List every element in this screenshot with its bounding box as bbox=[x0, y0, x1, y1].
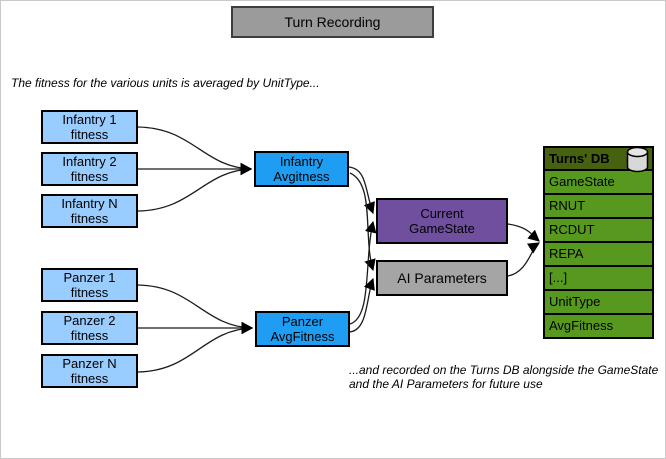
connector-pzavg-to-aiparams bbox=[348, 277, 375, 333]
node-label-line1: Infantry 1 bbox=[62, 112, 117, 127]
db-row-label: [...] bbox=[549, 270, 568, 285]
connector-infavg-to-aiparams bbox=[349, 172, 376, 272]
caption-bottom-line2: and the AI Parameters for future use bbox=[349, 377, 543, 391]
node-label-line1: Panzer 2 bbox=[63, 313, 116, 328]
node-ai-parameters: AI Parameters bbox=[376, 260, 508, 296]
node-label-line2: fitness bbox=[70, 211, 109, 226]
node-label-line2: fitness bbox=[70, 328, 109, 343]
db-row-label: REPA bbox=[549, 246, 584, 261]
db-row-gamestate: GameState bbox=[545, 171, 652, 195]
node-infantry-2-fitness: Infantry 2 fitness bbox=[41, 152, 138, 186]
connector-aiparams-to-db bbox=[507, 242, 540, 277]
node-infantry-avgfitness: Infantry Avgitness bbox=[254, 151, 349, 187]
node-label-line2: fitness bbox=[70, 169, 109, 184]
connector-infantryN-to-avg bbox=[137, 163, 253, 212]
node-label-line2: fitness bbox=[70, 371, 109, 386]
db-row-label: UnitType bbox=[549, 294, 601, 309]
db-row-repa: REPA bbox=[545, 243, 652, 267]
caption-bottom-line1: ...and recorded on the Turns DB alongsid… bbox=[349, 363, 659, 377]
node-label-line1: Infantry N bbox=[61, 196, 118, 211]
node-label-line2: fitness bbox=[70, 127, 109, 142]
node-label-line2: fitness bbox=[70, 285, 109, 300]
db-row-label: AvgFitness bbox=[549, 318, 614, 333]
node-label-line2: GameState bbox=[409, 221, 475, 236]
node-label-line2: Avgitness bbox=[273, 169, 330, 184]
db-row-ellipsis: [...] bbox=[545, 267, 652, 291]
connector-gamestate-to-db bbox=[507, 223, 540, 242]
diagram-title: Turn Recording bbox=[231, 6, 434, 38]
caption-bottom: ...and recorded on the Turns DB alongsid… bbox=[349, 363, 658, 391]
turns-db-table: Turns' DB GameState RNUT RCDUT REPA [...… bbox=[543, 146, 654, 339]
node-infantry-n-fitness: Infantry N fitness bbox=[41, 194, 138, 228]
turns-db-header-label: Turns' DB bbox=[549, 151, 610, 166]
caption-top-text: The fitness for the various units is ave… bbox=[11, 76, 320, 90]
db-row-avgfitness: AvgFitness bbox=[545, 315, 652, 337]
connector-infantry1-to-avg bbox=[137, 126, 253, 175]
node-label: AI Parameters bbox=[397, 269, 487, 286]
diagram-title-label: Turn Recording bbox=[284, 14, 381, 30]
connector-infavg-to-gamestate bbox=[348, 166, 375, 215]
db-row-rnut: RNUT bbox=[545, 195, 652, 219]
node-current-gamestate: Current GameState bbox=[376, 198, 508, 244]
node-label-line1: Panzer 1 bbox=[63, 270, 116, 285]
node-panzer-2-fitness: Panzer 2 fitness bbox=[41, 311, 138, 345]
node-panzer-avgfitness: Panzer AvgFitness bbox=[255, 311, 350, 347]
db-row-label: RCDUT bbox=[549, 222, 595, 237]
node-label-line1: Current bbox=[420, 206, 464, 221]
db-row-label: GameState bbox=[549, 174, 615, 189]
caption-top: The fitness for the various units is ave… bbox=[11, 76, 320, 90]
database-cylinder-icon bbox=[626, 146, 649, 173]
node-label-line1: Infantry 2 bbox=[62, 154, 117, 169]
node-label-line1: Panzer bbox=[281, 314, 324, 329]
db-row-unittype: UnitType bbox=[545, 291, 652, 315]
db-row-rcdut: RCDUT bbox=[545, 219, 652, 243]
node-panzer-1-fitness: Panzer 1 fitness bbox=[41, 268, 138, 302]
turns-db-header: Turns' DB bbox=[545, 146, 652, 173]
connector-pzavg-to-gamestate bbox=[349, 220, 377, 325]
db-row-label: RNUT bbox=[549, 198, 586, 213]
node-label-line2: AvgFitness bbox=[270, 329, 335, 344]
node-label-line1: Infantry bbox=[279, 154, 324, 169]
node-panzer-n-fitness: Panzer N fitness bbox=[41, 354, 138, 388]
node-infantry-1-fitness: Infantry 1 fitness bbox=[41, 110, 138, 144]
connector-panzerN-to-avg bbox=[137, 322, 254, 373]
node-label-line1: Panzer N bbox=[62, 356, 117, 371]
connector-panzer1-to-avg bbox=[137, 284, 254, 334]
